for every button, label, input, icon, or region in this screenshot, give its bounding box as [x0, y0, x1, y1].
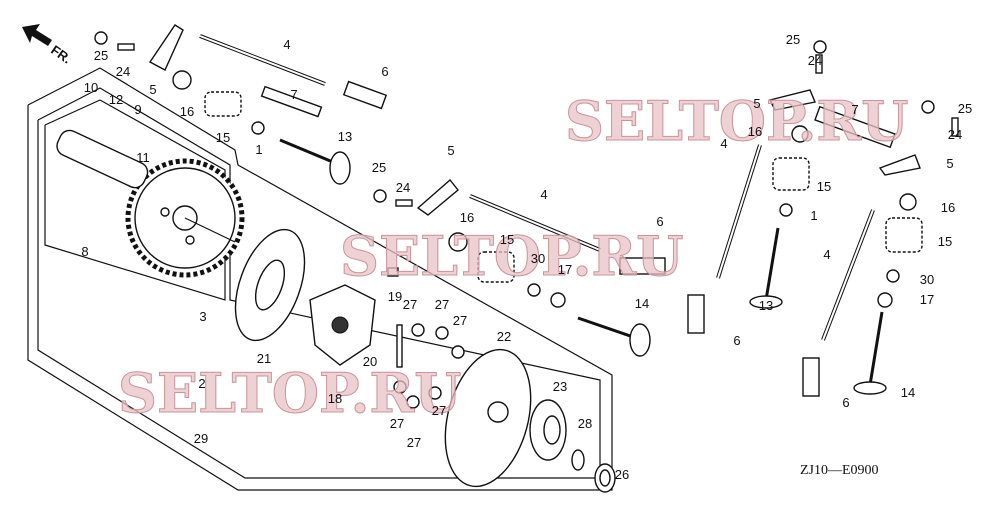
callout-number: 15 — [938, 234, 952, 249]
callout-number: 22 — [497, 329, 511, 344]
pin — [396, 324, 403, 368]
callout-number: 3 — [199, 309, 206, 324]
callout-number: 24 — [116, 64, 130, 79]
callout-number: 25 — [372, 160, 386, 175]
callout-number: 25 — [786, 32, 800, 47]
callout-number: 16 — [941, 200, 955, 215]
callout-number: 30 — [920, 272, 934, 287]
callout-number: 15 — [500, 232, 514, 247]
callout-number: 6 — [842, 395, 849, 410]
steel-balls — [393, 323, 465, 409]
callout-number: 6 — [733, 333, 740, 348]
callout-number: 5 — [447, 143, 454, 158]
valve — [279, 138, 887, 395]
callout-number: 30 — [531, 251, 545, 266]
callout-number: 9 — [134, 102, 141, 117]
callout-number: 19 — [388, 289, 402, 304]
callout-number: 27 — [403, 297, 417, 312]
direction-label: FR. — [48, 42, 74, 66]
callout-number: 10 — [84, 80, 98, 95]
callout-number: 27 — [453, 313, 467, 328]
watermark: SELTOP.RU — [340, 224, 683, 288]
callout-labels: 2524546716151131012911825245164615301719… — [81, 32, 972, 482]
callout-number: 4 — [283, 37, 290, 52]
callout-number: 21 — [257, 351, 271, 366]
valve-spring — [204, 91, 923, 283]
callout-number: 13 — [759, 298, 773, 313]
diagram-code: ZJ10—E0900 — [800, 463, 879, 478]
callout-number: 12 — [109, 92, 123, 107]
callout-number: 14 — [901, 385, 915, 400]
callout-number: 18 — [328, 391, 342, 406]
callout-number: 13 — [338, 129, 352, 144]
rocker-arm — [148, 24, 921, 216]
callout-number: 17 — [558, 262, 572, 277]
callout-number: 23 — [553, 379, 567, 394]
callout-number: 4 — [540, 187, 547, 202]
governor-disc — [234, 228, 306, 342]
front-direction-arrow-icon — [22, 24, 52, 46]
callout-number: 4 — [720, 136, 727, 151]
governor-weight — [309, 284, 376, 366]
callout-number: 16 — [460, 210, 474, 225]
callout-number: 27 — [390, 416, 404, 431]
callout-number: 26 — [615, 467, 629, 482]
callout-number: 25 — [958, 101, 972, 116]
callout-number: 24 — [948, 127, 962, 142]
callout-number: 4 — [823, 247, 830, 262]
bearing — [529, 399, 567, 461]
callout-number: 16 — [180, 104, 194, 119]
watermark: SELTOP.RU — [565, 89, 908, 153]
callout-number: 15 — [817, 179, 831, 194]
callout-number: 20 — [363, 354, 377, 369]
callout-number: 27 — [435, 297, 449, 312]
watermark: SELTOP.RU — [118, 361, 461, 425]
callout-number: 24 — [396, 180, 410, 195]
callout-number: 25 — [94, 48, 108, 63]
callout-number: 15 — [216, 130, 230, 145]
callout-number: 7 — [290, 87, 297, 102]
callout-number: 11 — [136, 150, 150, 165]
callout-number: 28 — [578, 416, 592, 431]
drive-disc — [444, 348, 532, 488]
callout-number: 5 — [753, 96, 760, 111]
callout-number: 1 — [810, 208, 817, 223]
washer — [571, 449, 616, 493]
pushrod — [199, 34, 875, 341]
callout-number: 1 — [255, 142, 262, 157]
camshaft — [56, 129, 245, 278]
callout-number: 6 — [381, 64, 388, 79]
callout-number: 17 — [920, 292, 934, 307]
callout-number: 29 — [194, 431, 208, 446]
callout-number: 7 — [851, 102, 858, 117]
callout-number: 6 — [656, 214, 663, 229]
callout-number: 5 — [149, 82, 156, 97]
callout-number: 24 — [808, 53, 822, 68]
valve-guide — [260, 80, 896, 397]
callout-number: 14 — [635, 296, 649, 311]
callout-number: 16 — [748, 124, 762, 139]
small-parts — [94, 31, 959, 308]
callout-number: 27 — [432, 403, 446, 418]
callout-number: 27 — [407, 435, 421, 450]
callout-number: 8 — [81, 244, 88, 259]
callout-number: 2 — [198, 376, 205, 391]
callout-number: 5 — [946, 156, 953, 171]
